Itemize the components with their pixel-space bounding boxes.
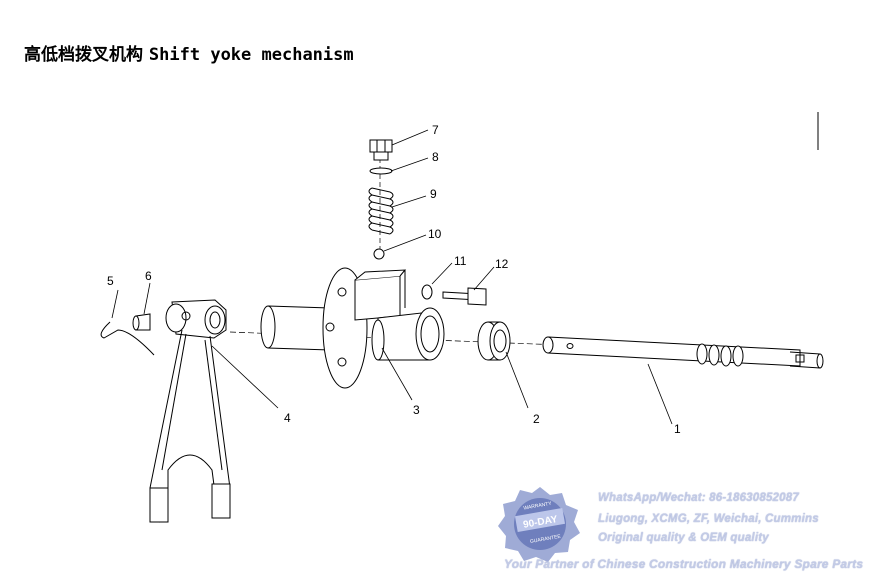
part-shaft — [542, 336, 824, 369]
part-set-screw — [132, 313, 151, 331]
title-english: Shift yoke mechanism — [148, 45, 354, 65]
part-ball — [373, 248, 385, 260]
warranty-badge: 90-DAY WARRANTY GUARANTEE — [498, 487, 580, 562]
part-spring — [371, 187, 391, 235]
page-title: 高低档拨叉机构 Shift yoke mechanism — [24, 40, 354, 65]
part-pin — [100, 321, 155, 356]
callout-4: 4 — [284, 411, 291, 425]
callout-6: 6 — [145, 269, 152, 283]
callout-9: 9 — [430, 187, 437, 201]
callout-11: 11 — [454, 254, 467, 268]
watermark-slogan: Your Partner of Chinese Construction Mac… — [504, 557, 864, 571]
callout-5: 5 — [107, 274, 114, 288]
callout-10: 10 — [428, 227, 442, 241]
part-bolt — [442, 287, 487, 306]
callout-2: 2 — [533, 412, 540, 426]
part-washer — [369, 167, 393, 175]
title-chinese: 高低档拨叉机构 — [24, 45, 143, 65]
callout-1: 1 — [674, 422, 681, 436]
badge-bottom-text: GUARANTEE — [530, 534, 562, 545]
part-housing — [260, 267, 445, 389]
part-yoke — [149, 299, 231, 523]
watermark-brands: Liugong, XCMG, ZF, Weichai, Cummins — [598, 513, 819, 525]
callout-8: 8 — [432, 150, 439, 164]
callout-7: 7 — [432, 123, 439, 137]
part-bushing — [477, 321, 511, 361]
badge-top-text: WARRANTY — [523, 501, 553, 512]
part-ring — [421, 284, 433, 300]
callout-3: 3 — [413, 403, 420, 417]
watermark-quality: Original quality & OEM quality — [598, 532, 769, 544]
watermark-contact: WhatsApp/Wechat: 86-18630852087 — [598, 492, 799, 504]
part-plug — [369, 139, 393, 161]
leader-lines — [111, 129, 673, 425]
callout-12: 12 — [495, 257, 509, 271]
